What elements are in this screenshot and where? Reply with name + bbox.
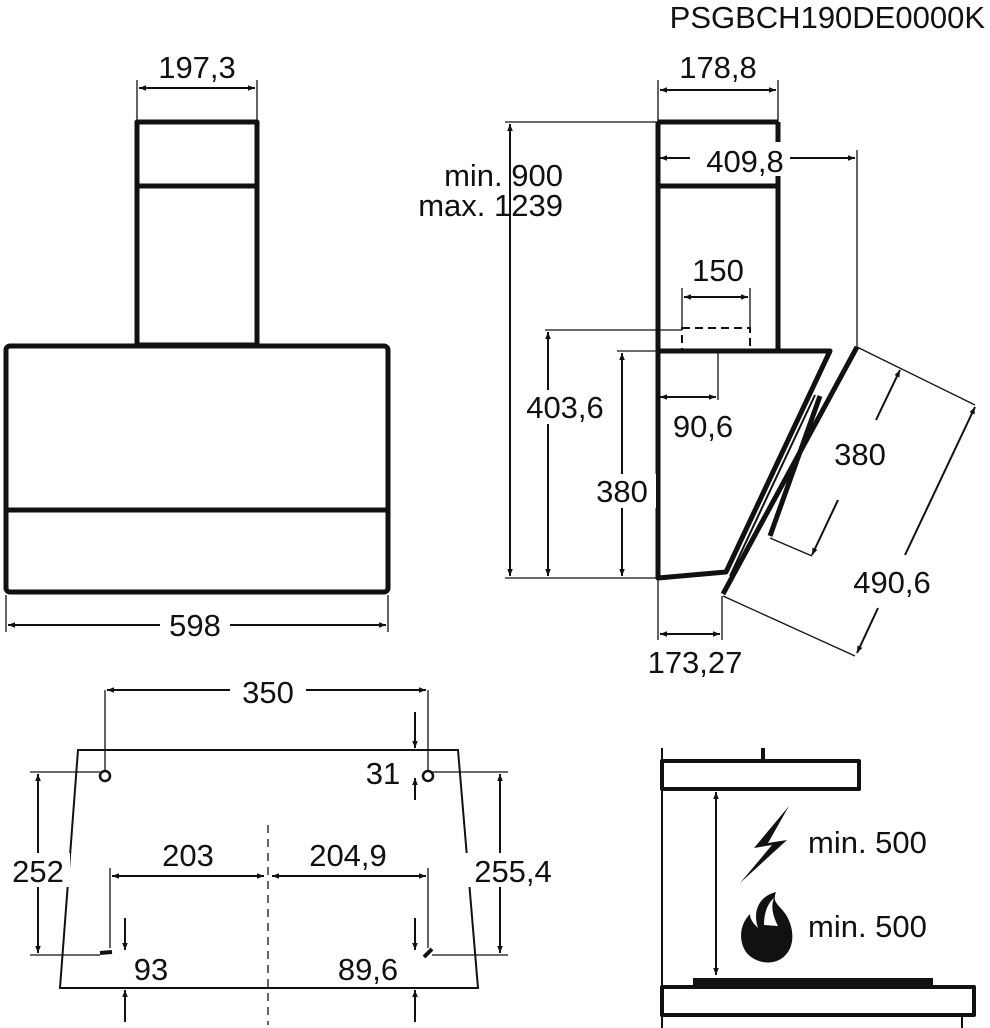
- dim-hole-spacing: 350: [242, 675, 294, 710]
- dim-height-max: max. 1239: [418, 188, 563, 223]
- hood-body: [3, 343, 391, 595]
- clearance-electric: min. 500: [808, 825, 927, 860]
- dim-left-bottom: 93: [134, 952, 168, 987]
- dim-right-height: 255,4: [474, 854, 552, 889]
- lightning-icon: [740, 806, 789, 883]
- side-view: 178,8 409,8 min. 900 max. 1239 150 403,6…: [418, 50, 976, 680]
- dim-front-height: 380: [596, 474, 648, 509]
- clearance-gas: min. 500: [808, 909, 927, 944]
- front-view: 197,3 598: [3, 50, 391, 643]
- dim-chimney-depth: 178,8: [679, 50, 757, 85]
- dim-left-half: 203: [162, 838, 214, 873]
- dim-total-depth: 409,8: [706, 144, 784, 179]
- hob-top: [693, 978, 933, 987]
- hob: [660, 985, 976, 1017]
- dim-chimney-width: 197,3: [158, 50, 236, 85]
- dim-right-half: 204,9: [309, 838, 387, 873]
- mounting-template: 350 31 252 255,4 203 204,9 93 89,6: [8, 674, 560, 1025]
- glass-panel: [720, 345, 860, 596]
- clearance-diagram: min. 500 min. 500: [660, 748, 976, 1028]
- dim-outlet-offset: 90,6: [673, 409, 733, 444]
- dim-top-offset: 31: [366, 756, 400, 791]
- dim-panel-length: 490,6: [853, 565, 931, 600]
- dim-outlet-width: 150: [692, 253, 744, 288]
- dim-left-height: 252: [12, 854, 64, 889]
- dim-panel-inner: 380: [834, 437, 886, 472]
- flame-icon: [741, 892, 793, 963]
- dim-right-bottom: 89,6: [338, 952, 398, 987]
- dim-bottom-depth: 173,27: [648, 645, 743, 680]
- dim-body-height: 403,6: [526, 390, 604, 425]
- mounting-holes: [98, 769, 435, 959]
- model-code: PSGBCH190DE0000K: [670, 0, 986, 35]
- dim-hood-width: 598: [169, 608, 221, 643]
- hood-side-body: [655, 348, 833, 581]
- chimney: [134, 119, 260, 348]
- dim-height-min: min. 900: [444, 158, 563, 193]
- hood: [660, 759, 861, 791]
